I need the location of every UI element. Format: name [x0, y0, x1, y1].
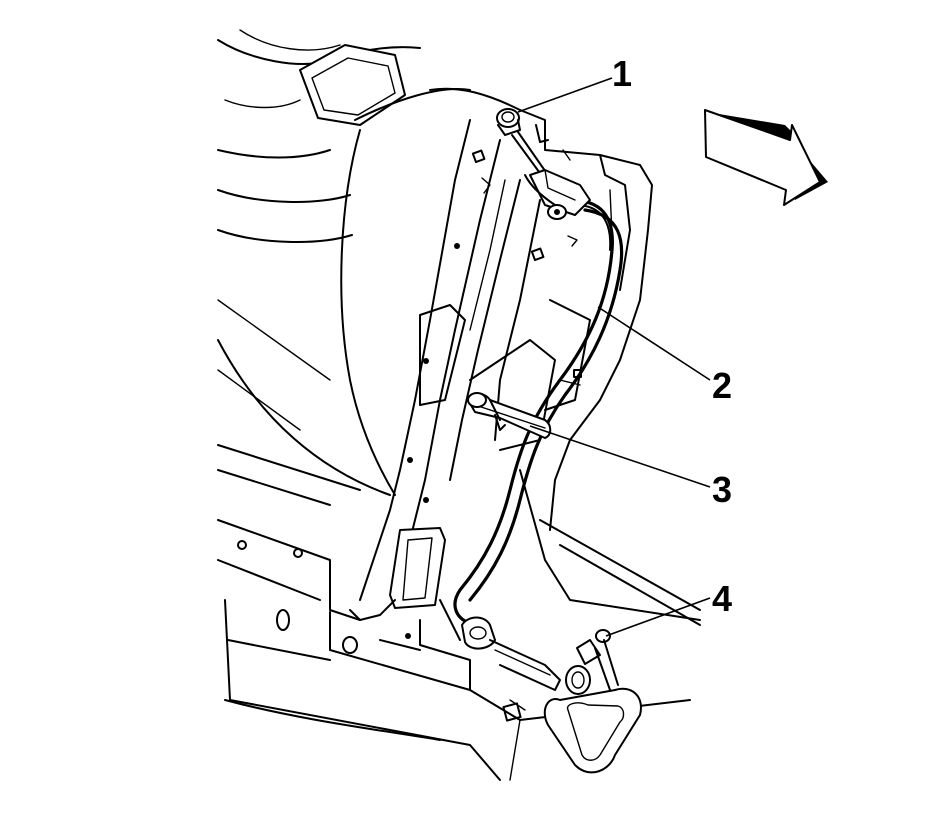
- wheelhouse-panel: [217, 29, 471, 496]
- callout-3: 3: [712, 469, 732, 510]
- pillar-panel: [349, 87, 701, 641]
- belt-guide-clip: [467, 392, 552, 439]
- leader-3: [529, 425, 711, 488]
- callout-labels: 1 2 3 4: [612, 53, 732, 619]
- callout-2: 2: [712, 365, 732, 406]
- leader-2: [597, 306, 711, 381]
- callout-leaders: [517, 77, 711, 637]
- callout-1: 1: [612, 53, 632, 94]
- forward-direction-arrow-icon: [704, 109, 828, 206]
- floor-sill-structure: [217, 444, 701, 781]
- lower-anchor-assembly: [461, 616, 642, 774]
- leader-4: [605, 597, 711, 637]
- callout-4: 4: [712, 578, 732, 619]
- upper-anchor-bolt: [496, 108, 591, 220]
- leader-1: [517, 77, 613, 113]
